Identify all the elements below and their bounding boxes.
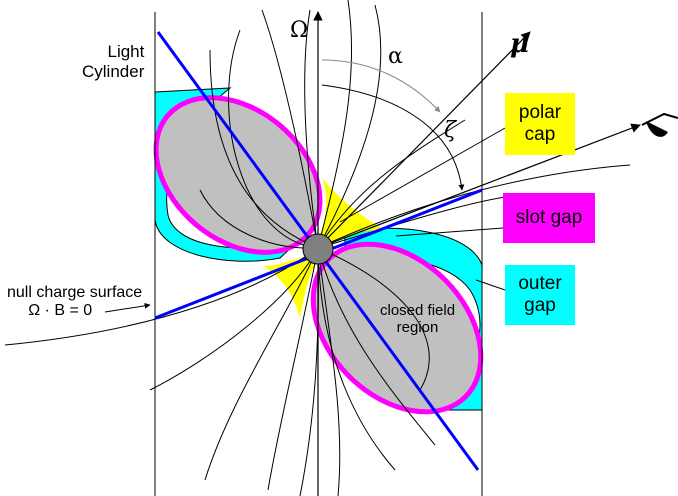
null-charge-surface-label: null charge surface Ω · B = 0 (7, 284, 143, 320)
observer-eye-icon (641, 112, 678, 137)
zeta-arc (321, 84, 465, 191)
closed-field-lobe-upper (153, 95, 323, 255)
zeta-symbol: ζ (444, 118, 456, 143)
mu-symbol: μ (510, 29, 530, 59)
field-lines (4, 0, 631, 496)
polar-cap-pointer (339, 127, 506, 223)
polar-cap-upper (318, 178, 384, 245)
outer-gap-box: outer gap (505, 265, 575, 325)
outer-gap-pointer (475, 279, 506, 291)
null-charge-pointer (104, 302, 151, 313)
alpha-arc (321, 59, 441, 113)
line-of-sight-arrow (317, 123, 641, 249)
slot-gap-box: slot gap (503, 193, 595, 243)
neutron-star (302, 233, 334, 265)
slot-gap-pointer (395, 227, 504, 237)
closed-field-region-label: closed field region (380, 302, 456, 337)
alpha-symbol: α (388, 44, 403, 69)
light-cylinder-label: Light Cylinder (82, 42, 145, 81)
omega-symbol: Ω (290, 18, 309, 43)
mu-axis-arrow (317, 31, 531, 249)
polar-cap-box: polar cap (505, 93, 575, 155)
